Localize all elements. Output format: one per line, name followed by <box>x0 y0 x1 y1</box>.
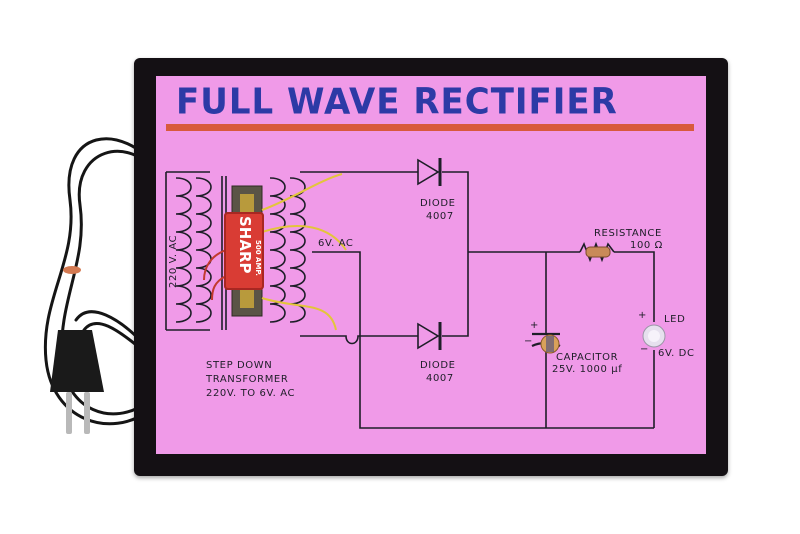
secondary-voltage-label: 6V. AC <box>318 238 354 249</box>
diode-top-part: 4007 <box>426 211 454 222</box>
secondary-coil <box>269 177 306 323</box>
board-title: FULL WAVE RECTIFIER <box>176 81 618 123</box>
wire-bottom <box>300 335 418 345</box>
transformer-caption-2: TRANSFORMER <box>206 374 289 385</box>
primary-coil <box>165 171 212 331</box>
led-plus: + <box>638 310 647 321</box>
diode-bottom <box>417 322 442 350</box>
rubber-band <box>63 266 81 274</box>
resistance-name: RESISTANCE <box>594 228 662 239</box>
resistance-value: 100 Ω <box>630 240 663 251</box>
red-lead-1 <box>203 249 227 281</box>
transformer-caption-3: 220V. TO 6V. AC <box>206 388 296 399</box>
title-underline <box>166 124 694 131</box>
capacitor-minus: − <box>524 336 533 347</box>
plug <box>50 330 104 434</box>
capacitor-plus: + <box>530 320 539 331</box>
yellow-lead-1 <box>261 173 343 211</box>
wire-diode-out <box>442 171 469 337</box>
led-body <box>642 324 666 348</box>
transformer-caption-1: STEP DOWN <box>206 360 273 371</box>
diode-bottom-name: DIODE <box>420 360 456 371</box>
yellow-lead-3 <box>261 297 337 331</box>
transformer-brand: SHARP <box>236 216 254 274</box>
transformer-label-tag <box>224 212 264 290</box>
led-voltage: 6V. DC <box>658 348 695 359</box>
led-minus: − <box>640 344 649 355</box>
input-voltage-label: 220 V. AC <box>168 234 179 288</box>
wire-to-led <box>614 251 655 322</box>
capacitor-body <box>540 334 560 354</box>
diode-bottom-part: 4007 <box>426 373 454 384</box>
transformer-rating: 500 AMP. <box>254 240 262 276</box>
capacitor-name: CAPACITOR <box>556 352 619 363</box>
capacitor-value: 25V. 1000 μf <box>552 364 623 375</box>
resistor-body <box>585 246 611 258</box>
led-name: LED <box>664 314 686 325</box>
diode-top <box>417 158 442 186</box>
wire-center-tap <box>312 251 654 429</box>
red-lead-2 <box>211 275 227 301</box>
diode-top-name: DIODE <box>420 198 456 209</box>
yellow-lead-2 <box>261 225 347 251</box>
resistor <box>579 241 615 263</box>
